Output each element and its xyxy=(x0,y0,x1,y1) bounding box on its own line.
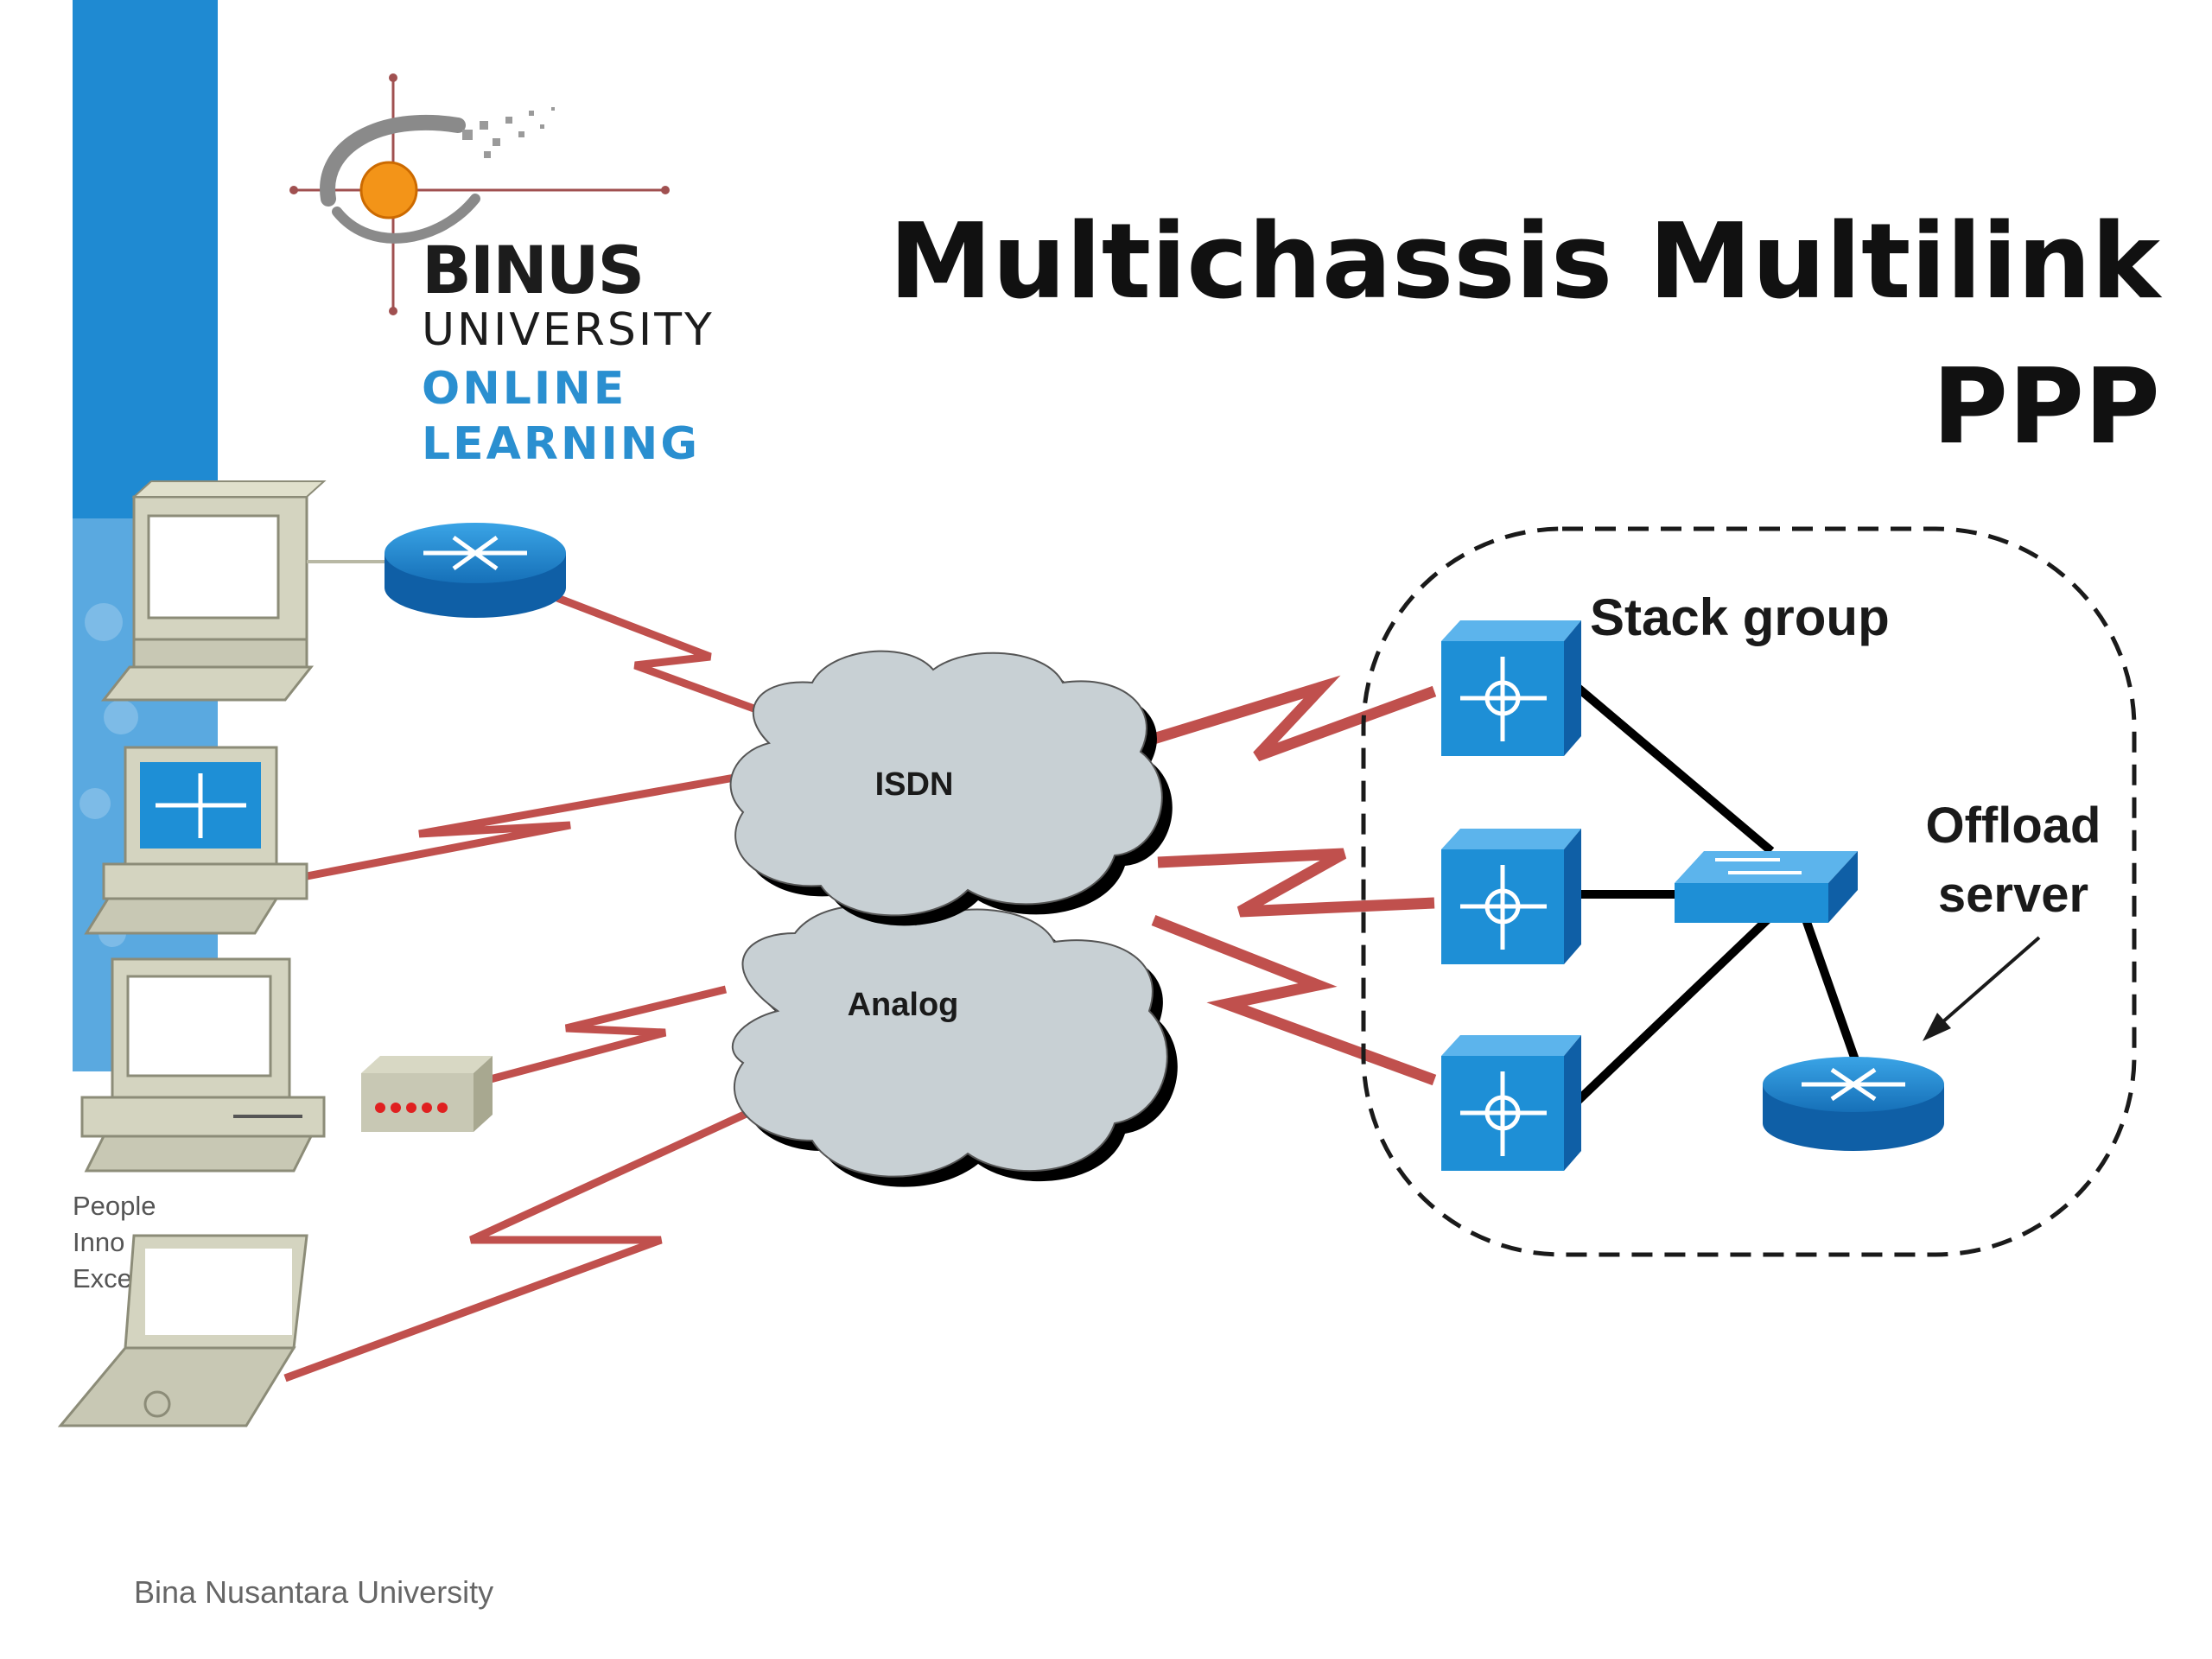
analog-cloud-label: Analog xyxy=(848,987,959,1023)
access-server-2 xyxy=(1441,829,1581,964)
slide-title-line1: Multichassis Multilink xyxy=(888,202,2160,322)
link-isdn-to-stack2 xyxy=(1157,848,1435,918)
access-links xyxy=(283,594,784,1382)
logo-university-text: UNIVERSITY xyxy=(422,304,715,356)
footer-text: Bina Nusantara University xyxy=(134,1574,494,1610)
access-server-3 xyxy=(1441,1035,1581,1171)
pc-1 xyxy=(100,480,385,702)
logo-online-text: ONLINE xyxy=(422,363,627,415)
pc-2 xyxy=(84,746,308,935)
modem xyxy=(361,1056,493,1132)
link-analog-to-stack3 xyxy=(1151,914,1437,1086)
tagline-line: Exce xyxy=(73,1263,132,1294)
access-server-1 xyxy=(1441,620,1581,756)
stack-switch xyxy=(1675,851,1858,923)
offload-arrow xyxy=(1923,936,2041,1041)
link-laptop-to-analog xyxy=(283,1093,784,1382)
offload-server-label-2: server xyxy=(1938,867,2088,923)
isdn-cloud xyxy=(729,650,1173,926)
offload-router xyxy=(1763,1057,1944,1151)
link-modem-to-analog xyxy=(469,985,728,1089)
laptop xyxy=(57,1234,308,1427)
tagline-line: Inno xyxy=(73,1227,125,1257)
offload-server-label: Offload xyxy=(1926,798,2101,854)
analog-cloud xyxy=(731,905,1178,1187)
link-pc2-to-isdn xyxy=(302,773,735,881)
slide-title: Multichassis Multilink PPP xyxy=(864,190,2160,480)
isdn-cloud-label: ISDN xyxy=(875,766,954,803)
logo-learning-text: LEARNING xyxy=(422,418,701,470)
binus-logo-mark xyxy=(289,73,670,315)
stack-connections xyxy=(1573,683,1862,1105)
remote-router xyxy=(385,523,566,618)
stack-group-label: Stack group xyxy=(1590,588,1890,646)
logo-brand-text: BINUS xyxy=(422,232,645,308)
stack-group-boundary xyxy=(1361,526,2137,1257)
tagline-line: People xyxy=(73,1191,156,1221)
slide-title-line2: PPP xyxy=(1932,347,2160,467)
stack-links xyxy=(1151,675,1437,1086)
link-router-to-isdn xyxy=(556,594,779,721)
link-isdn-to-stack1 xyxy=(1152,675,1437,762)
pc-3 xyxy=(80,957,326,1173)
